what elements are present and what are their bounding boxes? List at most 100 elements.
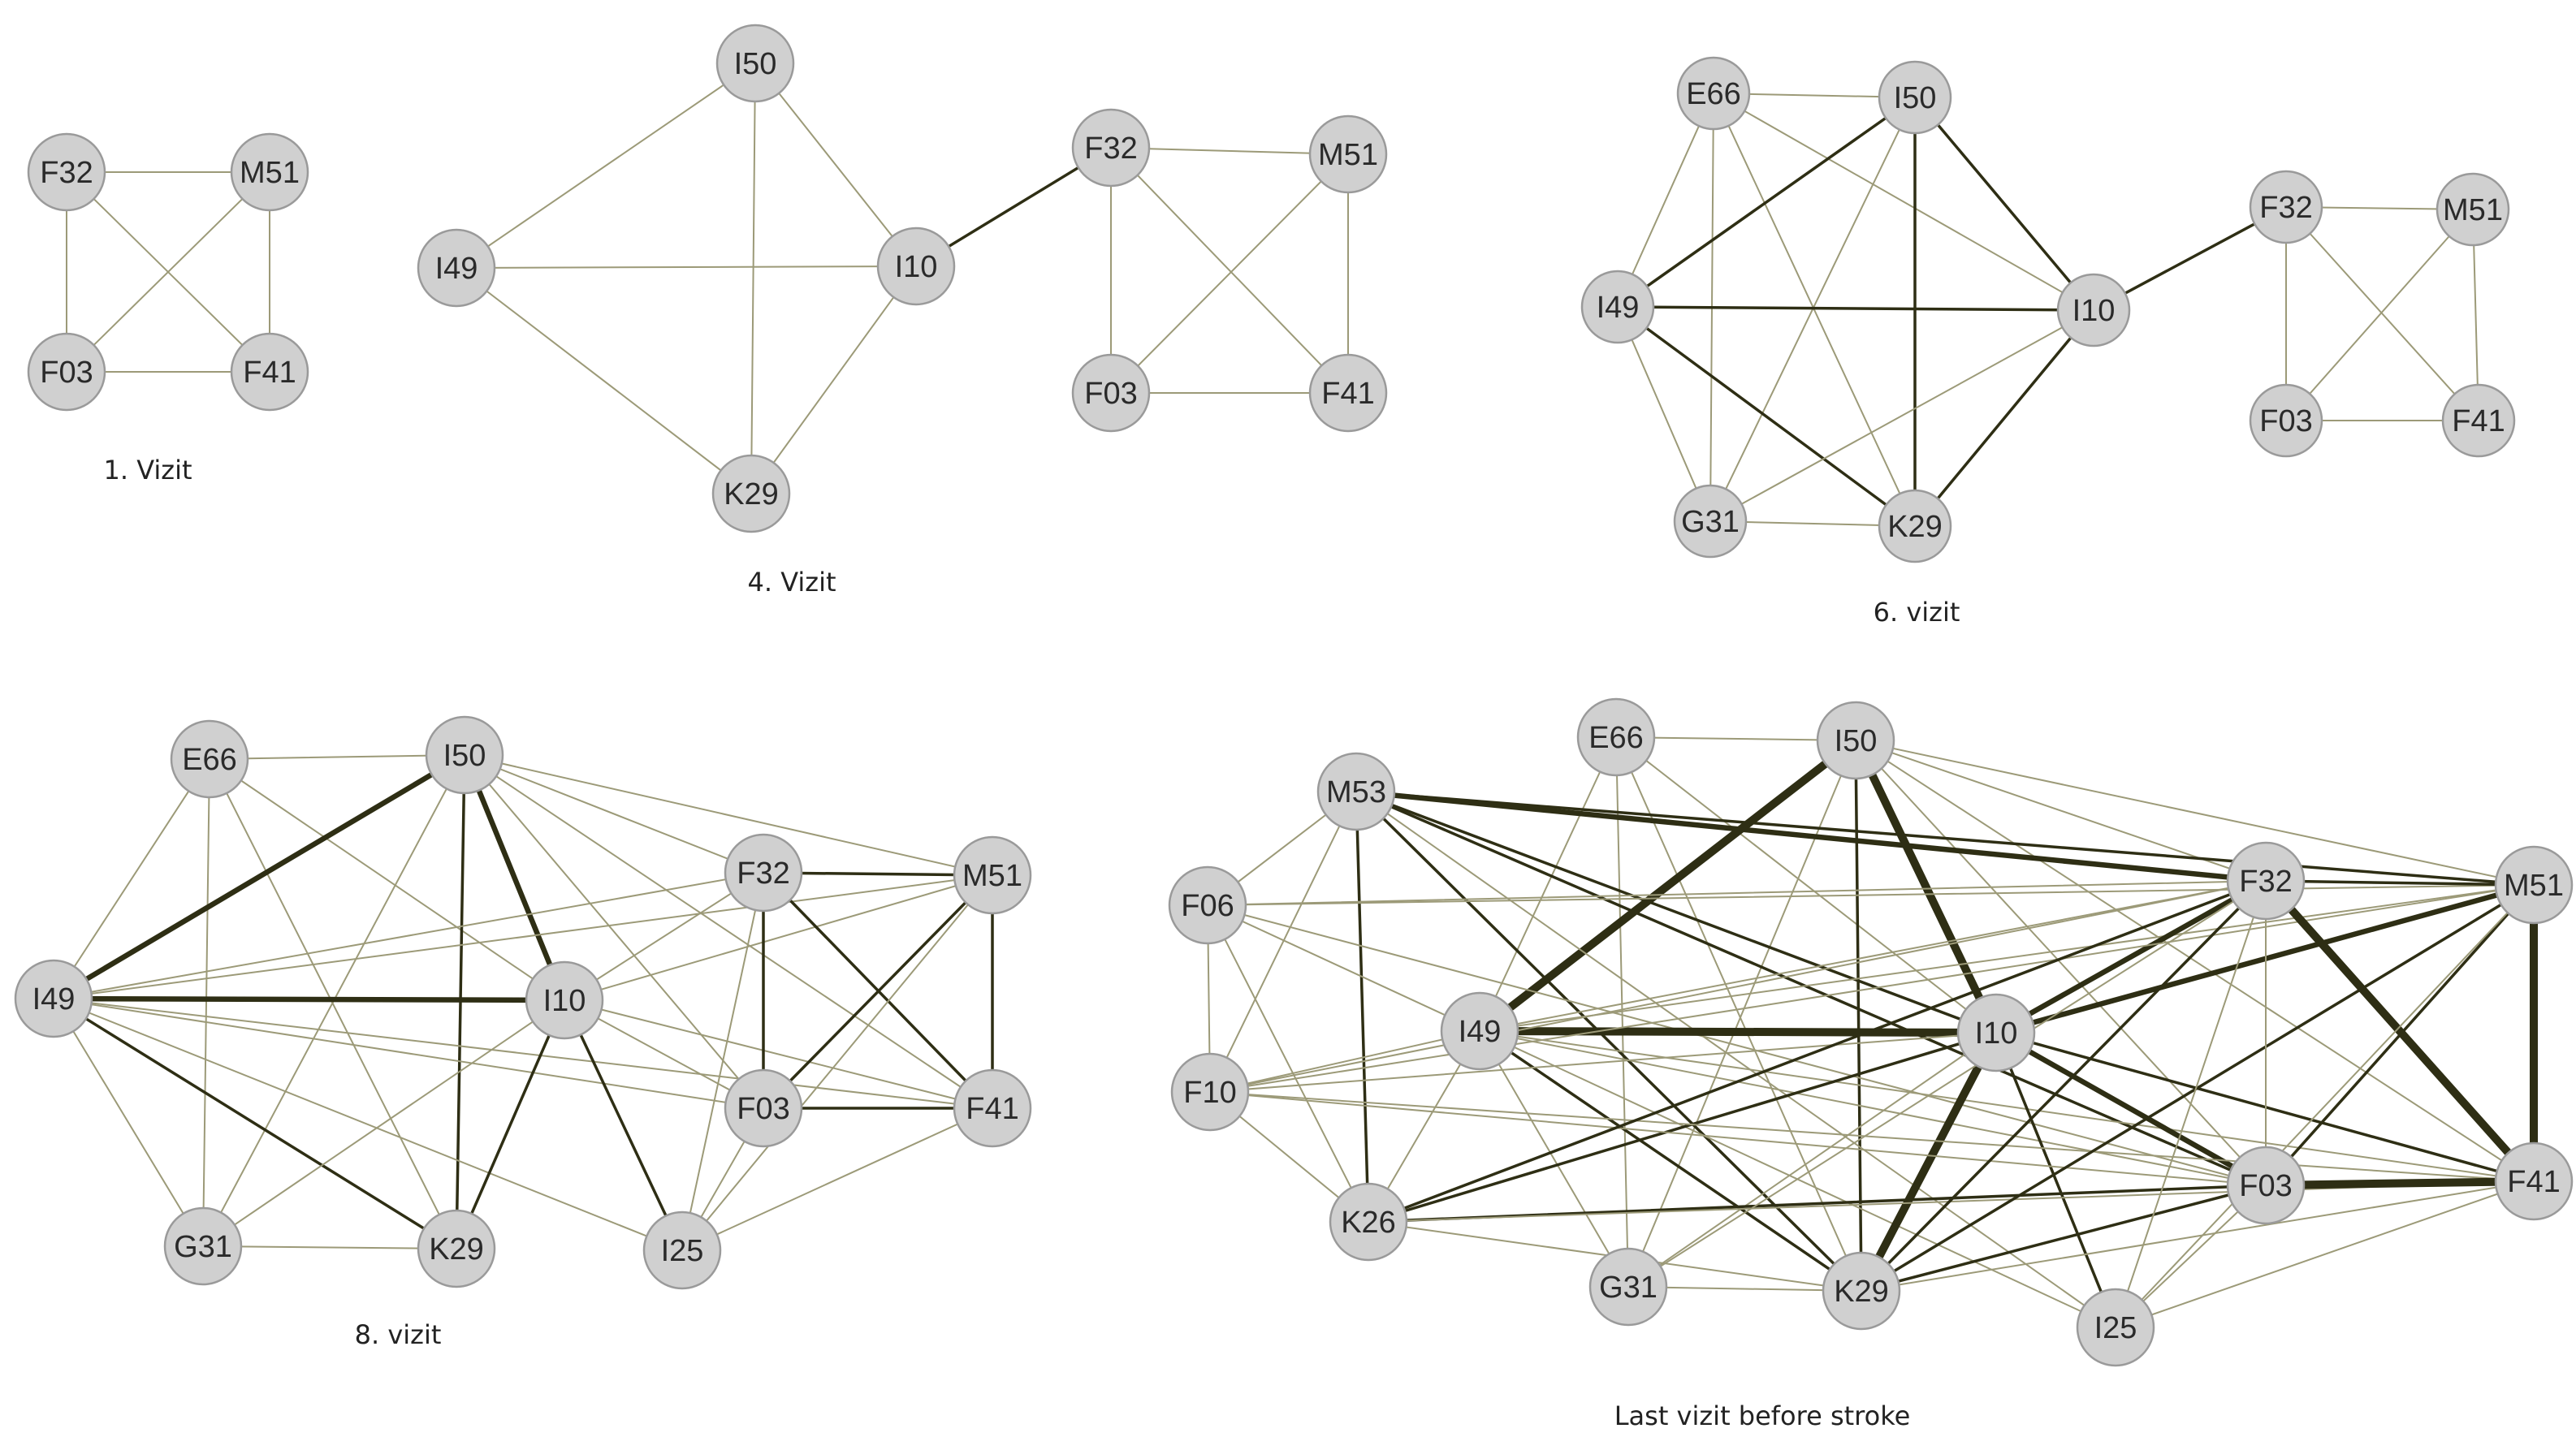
edge-m51-f03 — [2264, 883, 2535, 1187]
node-f41: F41 — [2494, 1141, 2574, 1221]
node-i50: I50 — [425, 715, 504, 795]
node-g31: G31 — [1673, 484, 1748, 559]
edge-i50-m51 — [464, 754, 993, 876]
node-circle — [724, 833, 803, 913]
node-i10: I10 — [2056, 273, 2131, 347]
edge-g31-f32 — [1627, 880, 2267, 1288]
edge-i49-k29 — [1478, 1029, 1863, 1292]
edge-i10-g31 — [1627, 1032, 1997, 1288]
node-m51: M51 — [953, 835, 1032, 915]
node-circle — [2056, 273, 2131, 347]
edge-i10-g31 — [202, 999, 565, 1247]
edge-f32-i25 — [681, 872, 764, 1251]
node-label: E66 — [1588, 721, 1644, 755]
edge-k29-f32 — [1860, 879, 2267, 1292]
node-i10: I10 — [1956, 993, 2036, 1072]
node-f32: F32 — [724, 833, 803, 913]
edge-e66-g31 — [202, 758, 210, 1247]
edge-m51-f03 — [762, 874, 994, 1110]
node-i50: I50 — [715, 24, 795, 103]
node-label: F41 — [966, 1092, 1018, 1126]
caption-visit-1: 1. Vizit — [103, 455, 192, 485]
edge-i50-g31 — [1627, 740, 1856, 1288]
node-label: I49 — [1459, 1015, 1502, 1049]
edge-f06-k26 — [1207, 904, 1369, 1223]
edge-i49-f41 — [53, 998, 993, 1109]
node-label: F03 — [2259, 404, 2312, 438]
node-circle — [953, 1068, 1032, 1148]
edge-e66-i10 — [1615, 736, 1997, 1034]
edge-f10-f03 — [1209, 1091, 2267, 1186]
edge-i50-i10 — [1852, 736, 2000, 1037]
edges-visit-1 — [66, 171, 270, 373]
edge-i10-i25 — [1995, 1031, 2117, 1329]
node-label: M53 — [1326, 775, 1386, 809]
edge-i50-i10 — [461, 752, 568, 1003]
node-i49: I49 — [417, 228, 496, 308]
node-m53: M53 — [1316, 752, 1396, 831]
edge-m53-i25 — [1355, 791, 2116, 1328]
node-i49: I49 — [1440, 991, 1519, 1071]
edge-i49-i25 — [53, 998, 683, 1251]
node-label: F32 — [737, 857, 789, 891]
node-label: E66 — [1686, 77, 1741, 111]
node-f32: F32 — [2226, 841, 2306, 921]
edge-f10-m51 — [1209, 884, 2535, 1093]
node-label: F41 — [1321, 377, 1374, 411]
edge-i49-m51 — [1479, 884, 2535, 1032]
node-circle — [2226, 841, 2306, 921]
node-label: K29 — [429, 1232, 484, 1267]
node-label: I10 — [1975, 1016, 2018, 1051]
edge-f06-f03 — [1207, 904, 2267, 1186]
node-e66: E66 — [1676, 56, 1751, 131]
edge-m53-i10 — [1355, 790, 1998, 1034]
node-label: F03 — [40, 356, 93, 390]
node-circle — [230, 132, 309, 212]
node-label: I10 — [2072, 294, 2116, 328]
edges-visit-6 — [1616, 93, 2479, 528]
edge-i49-k29 — [52, 997, 458, 1250]
node-label: F03 — [2239, 1169, 2292, 1203]
edge-i50-k29 — [750, 63, 756, 494]
edge-i10-f32 — [564, 872, 764, 1001]
node-f03: F03 — [2249, 383, 2323, 458]
node-f41: F41 — [953, 1068, 1032, 1148]
edge-i49-g31 — [1479, 1030, 1629, 1288]
edge-i50-i49 — [456, 63, 756, 269]
node-label: F32 — [2259, 191, 2312, 225]
node-circle — [1588, 1247, 1668, 1327]
node-label: G31 — [1681, 505, 1740, 539]
node-circle — [2494, 1141, 2574, 1221]
node-circle — [525, 960, 604, 1040]
node-circle — [2249, 170, 2323, 244]
node-circle — [27, 132, 106, 212]
node-k29: K29 — [417, 1209, 496, 1288]
node-label: I25 — [661, 1234, 704, 1268]
edge-i49-g31 — [1617, 306, 1711, 522]
edge-k26-f03 — [1367, 1184, 2267, 1223]
node-label: F03 — [1084, 377, 1137, 411]
node-circle — [1878, 60, 1952, 135]
node-circle — [230, 332, 309, 412]
node-label: F32 — [2239, 865, 2292, 899]
edge-m53-m51 — [1355, 790, 2535, 887]
edge-g31-k29 — [202, 1245, 457, 1249]
edge-m51-f03 — [66, 171, 270, 373]
node-circle — [1580, 270, 1655, 344]
node-i50: I50 — [1816, 701, 1895, 780]
edge-m53-f10 — [1209, 791, 1357, 1093]
edge-f32-f41 — [1110, 147, 1349, 394]
edge-m53-f03 — [1355, 790, 2267, 1187]
edge-e66-i50 — [209, 754, 465, 760]
edge-e66-i49 — [53, 758, 210, 999]
node-label: F32 — [1084, 132, 1137, 166]
node-circle — [1170, 1052, 1250, 1132]
edge-k29-m51 — [1860, 883, 2535, 1292]
edge-m53-k26 — [1355, 790, 1370, 1223]
node-label: K29 — [1834, 1275, 1889, 1309]
node-circle — [711, 454, 791, 533]
edge-f03-f41 — [2262, 1177, 2538, 1189]
